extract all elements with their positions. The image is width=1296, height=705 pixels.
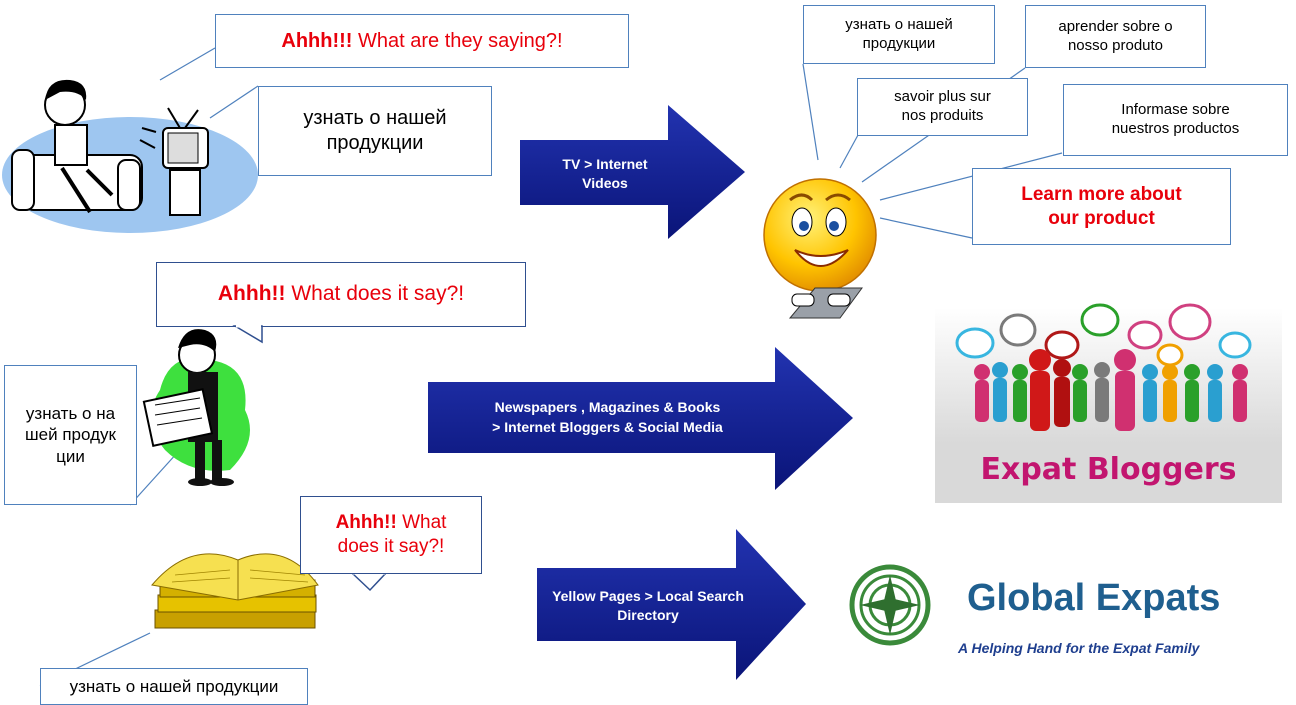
spanish-language-text: Informase sobre nuestros productos: [1111, 101, 1240, 137]
yellowpages-directory-arrow: [537, 529, 806, 680]
newspapers-label-line1: Newspapers , Magazines & Books: [494, 399, 721, 415]
french-language-text: savoir plus sur nos produits: [894, 88, 991, 124]
spanish-language-box: Informase sobre nuestros productos: [1063, 84, 1288, 156]
french-language-box: savoir plus sur nos produits: [857, 78, 1028, 136]
bloggers-illustration: [935, 303, 1282, 503]
newspaper-speech-bubble: Ahhh!! What does it say?!: [156, 262, 526, 327]
yellow-pages-label: Yellow Pages > Local Search Directory: [552, 588, 744, 623]
book-question-text: What does it say?!: [337, 512, 447, 557]
english-language-box: Learn more about our product: [972, 168, 1231, 245]
tv-russian-box: узнать о нашей продукции: [258, 86, 492, 176]
expat-bloggers-label: Expat Bloggers: [980, 452, 1237, 487]
newspaper-question-text: What does it say?!: [291, 282, 465, 306]
newspapers-label-line2: > Internet Bloggers & Social Media: [492, 419, 723, 435]
newspaper-russian-box: узнать о нашей продукции: [4, 365, 137, 505]
global-expats-title: Global Expats: [967, 577, 1221, 619]
english-language-text: Learn more about our product: [1021, 183, 1182, 229]
global-expats-tagline: A Helping Hand for the Expat Family: [958, 640, 1200, 656]
newspaper-exclaim-word: Ahhh!!: [217, 282, 286, 306]
book-exclaim-word: Ahhh!!: [335, 512, 397, 534]
book-speech-bubble: Ahhh!! What does it say?!: [300, 496, 482, 574]
newspaper-reader-illustration: [142, 329, 250, 486]
smiley-laptop-illustration: [763, 178, 877, 319]
portuguese-language-text: aprender sobre o nosso produto: [1058, 17, 1173, 54]
book-russian-box: узнать о нашей продукции: [40, 668, 308, 705]
yellow-pages-books-illustration: [151, 553, 319, 629]
russian-language-box: узнать о нашей продукции: [803, 5, 995, 64]
book-russian-text: узнать о нашей продукции: [69, 676, 279, 696]
tv-russian-text: узнать о нашей продукции: [303, 107, 447, 154]
global-expats-logo-icon: [849, 564, 931, 646]
tv-internet-arrow: [520, 105, 745, 239]
portuguese-language-box: aprender sobre o nosso produto: [1025, 5, 1206, 68]
newspaper-russian-text: узнать о нашей продукции: [25, 404, 116, 466]
tv-internet-label: TV > Internet Videos: [562, 156, 648, 191]
newspapers-bloggers-arrow: [428, 347, 853, 490]
tv-exclaim-word: Ahhh!!!: [281, 29, 353, 52]
tv-question-text: What are they saying?!: [358, 29, 563, 52]
tv-watcher-illustration: [2, 79, 258, 233]
russian-language-text: узнать о нашей продукции: [845, 15, 953, 52]
tv-exclaim-box: Ahhh!!! What are they saying?!: [215, 14, 629, 68]
